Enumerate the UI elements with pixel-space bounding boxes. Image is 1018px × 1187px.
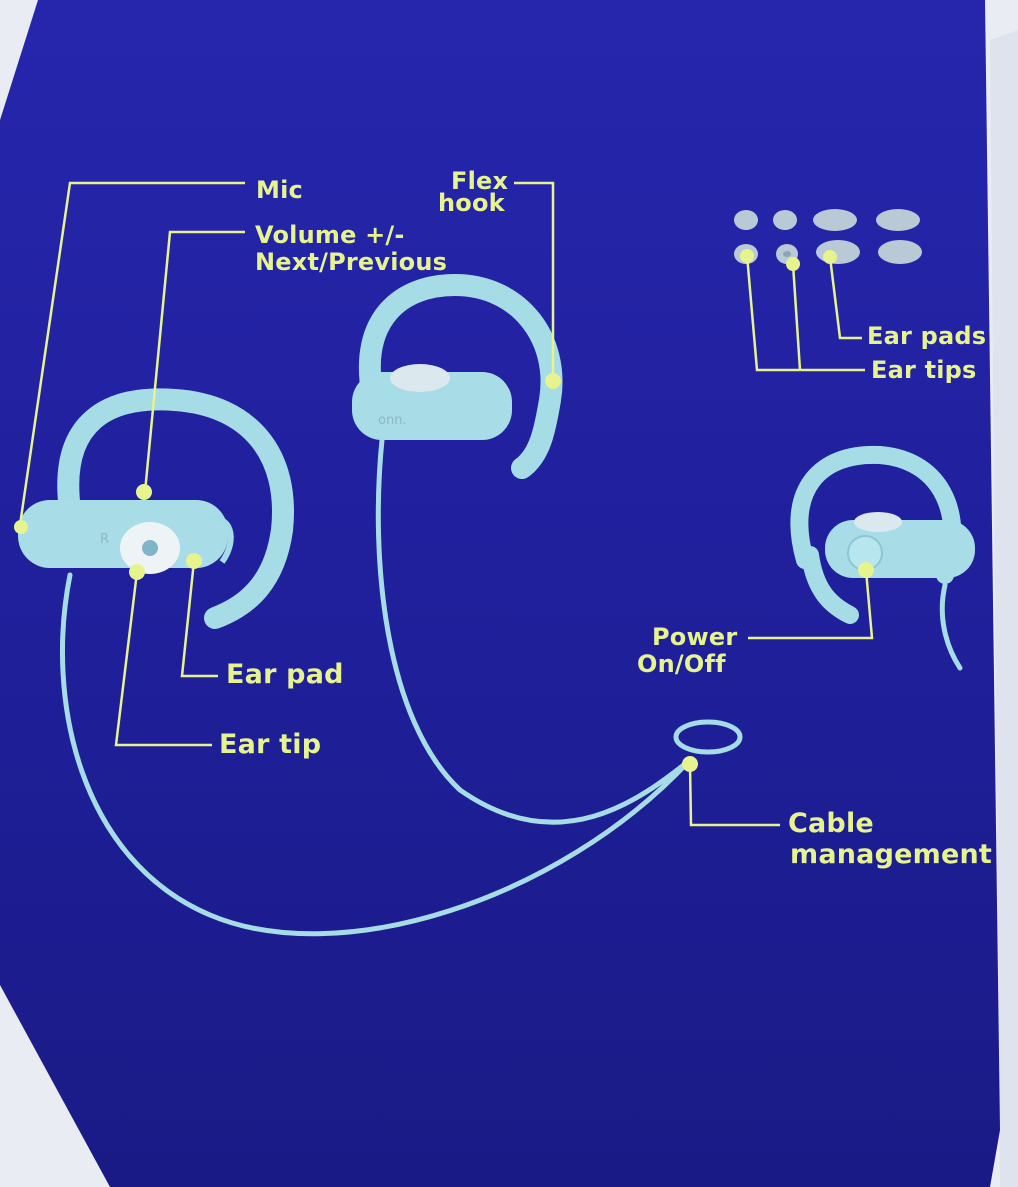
callout-line-ear-pads bbox=[828, 256, 862, 340]
dot-ear-tips-1 bbox=[740, 249, 754, 263]
label-ear-pad: Ear pad bbox=[226, 659, 344, 690]
box-edge-right bbox=[990, 30, 1018, 1187]
callout-dots bbox=[14, 249, 874, 772]
label-ear-tips: Ear tips bbox=[871, 356, 977, 384]
label-flex-line1: Flex bbox=[451, 167, 509, 195]
callout-line-cable bbox=[688, 763, 780, 827]
callout-line-volume bbox=[143, 230, 245, 493]
label-power-line1: Power bbox=[652, 623, 738, 651]
flex-hook bbox=[358, 273, 563, 479]
cable-right bbox=[939, 582, 963, 671]
callout-line-mic bbox=[18, 181, 245, 526]
spare-pad-1 bbox=[813, 209, 857, 231]
earbud-left bbox=[57, 388, 693, 937]
callout-line-flex-hook bbox=[514, 181, 555, 381]
dot-volume bbox=[136, 484, 152, 500]
dot-ear-pad bbox=[186, 553, 202, 569]
label-ear-pads: Ear pads bbox=[867, 322, 987, 350]
ear-pad-fin bbox=[204, 515, 234, 564]
dot-flex-hook bbox=[545, 373, 561, 389]
ear-hook-right-lower bbox=[801, 546, 859, 624]
earbud-side-mark: R bbox=[100, 532, 109, 547]
spare-tip-1 bbox=[734, 210, 758, 230]
callout-line-ear-tips bbox=[745, 254, 865, 372]
callout-lines bbox=[18, 181, 874, 827]
earbud-center bbox=[358, 273, 693, 825]
spare-pad-2 bbox=[876, 209, 920, 231]
dot-mic bbox=[14, 520, 28, 534]
label-mic: Mic bbox=[256, 176, 303, 204]
spare-tip-4-hole bbox=[783, 251, 791, 257]
label-volume-line2: Next/Previous bbox=[255, 248, 448, 276]
cable-center bbox=[375, 437, 693, 825]
earbud-center-body bbox=[352, 372, 512, 440]
cable-management-loop bbox=[673, 719, 743, 755]
callout-line-ear-pad bbox=[180, 560, 218, 678]
label-power-line2: On/Off bbox=[637, 650, 726, 678]
dot-ear-pads bbox=[823, 250, 837, 264]
label-ear-tip: Ear tip bbox=[219, 729, 322, 760]
callout-line-ear-tip bbox=[114, 571, 212, 747]
label-cable-line2: management bbox=[790, 839, 993, 870]
dot-ear-tips-2 bbox=[786, 257, 800, 271]
ear-hook-left bbox=[57, 388, 294, 629]
callout-line-ear-tips-2 bbox=[791, 263, 802, 371]
dot-ear-tip bbox=[129, 564, 145, 580]
callout-line-power bbox=[748, 569, 874, 640]
ear-tip-right bbox=[854, 512, 902, 532]
earbud-brand: onn. bbox=[378, 413, 407, 428]
cable-left bbox=[59, 572, 693, 937]
dot-cable bbox=[682, 756, 698, 772]
label-volume-line1: Volume +/- bbox=[255, 221, 405, 249]
label-cable-line1: Cable bbox=[788, 808, 874, 839]
ear-tip-hole bbox=[142, 540, 158, 556]
ear-tip-center bbox=[390, 364, 450, 392]
spare-tip-2 bbox=[773, 210, 797, 230]
spare-pad-3 bbox=[816, 240, 860, 264]
spare-pad-4 bbox=[878, 240, 922, 264]
label-flex-line2: hook bbox=[438, 189, 505, 217]
dot-power bbox=[858, 562, 874, 578]
